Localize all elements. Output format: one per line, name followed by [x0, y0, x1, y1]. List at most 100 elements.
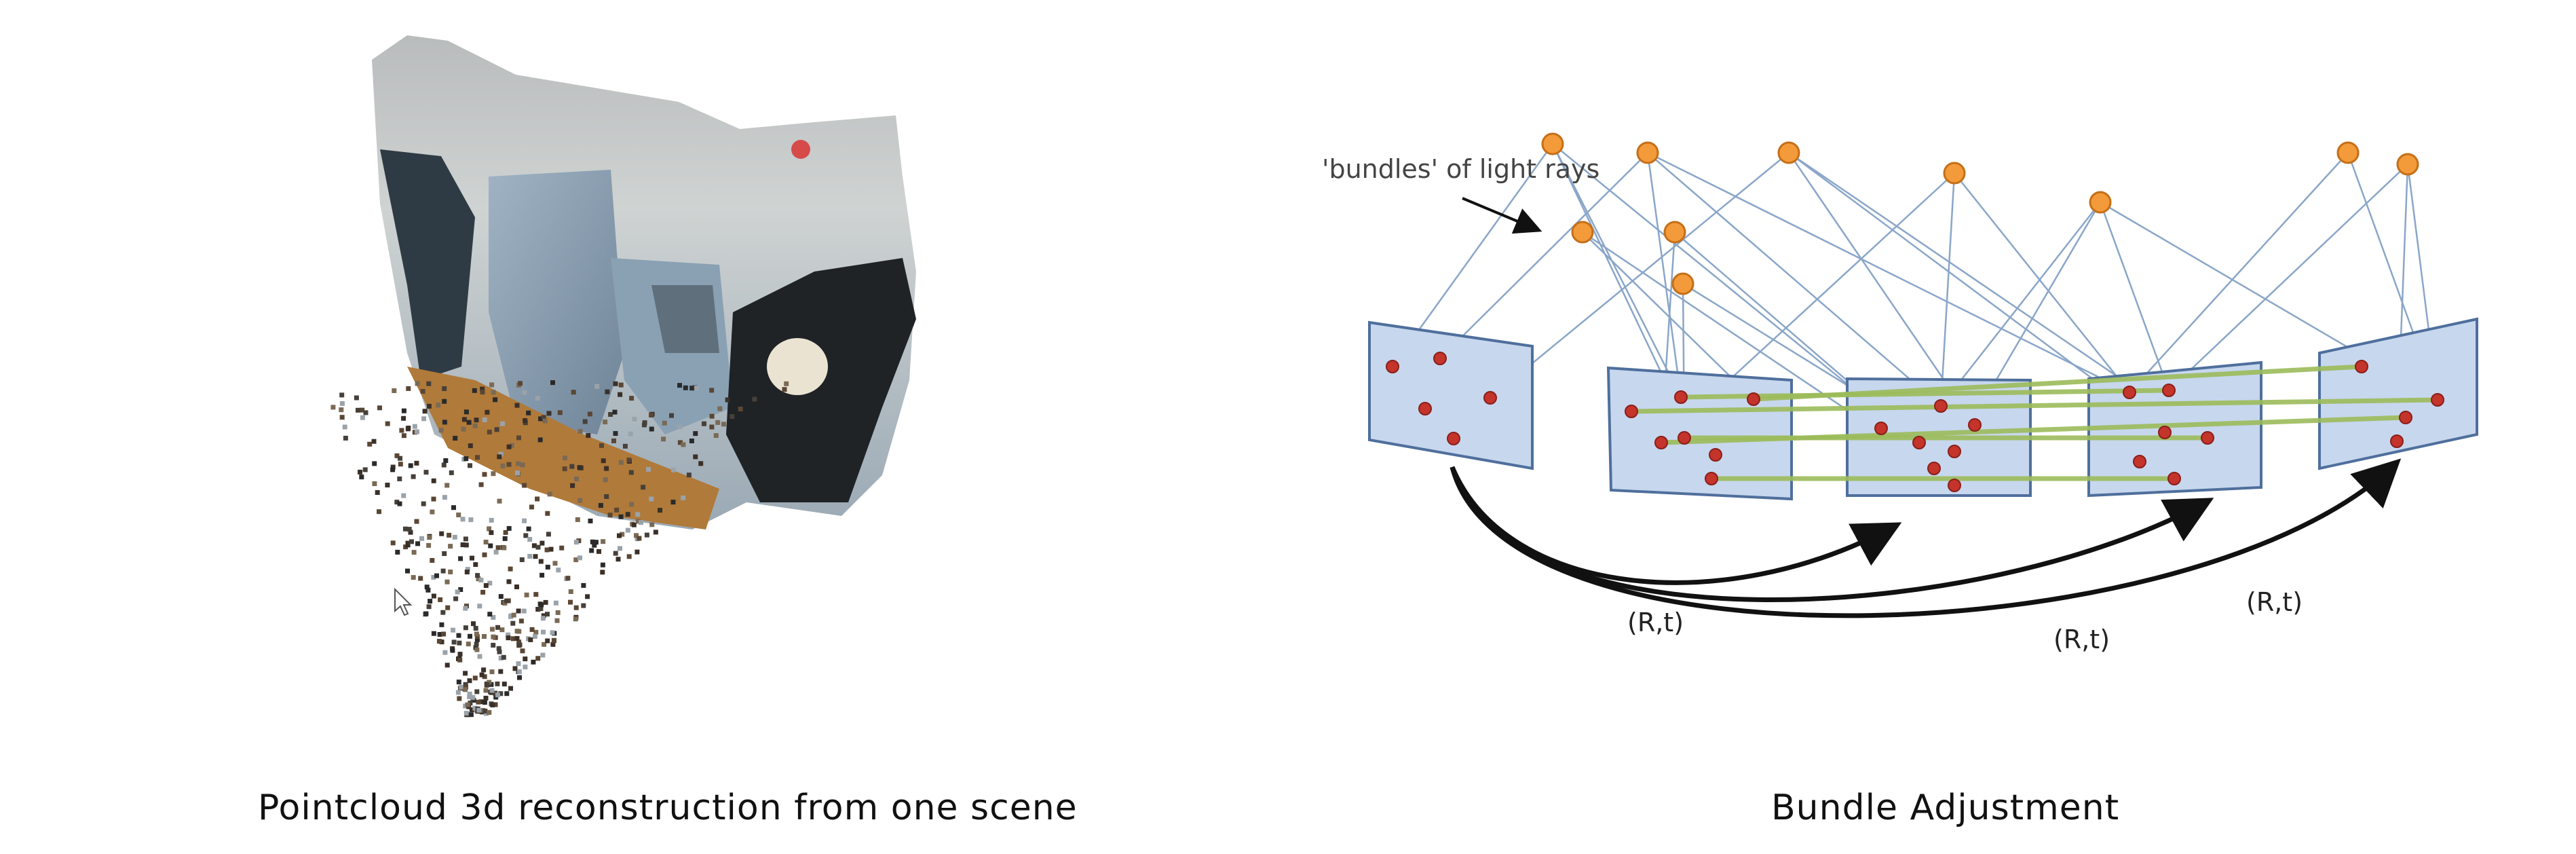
point — [457, 696, 462, 701]
point — [510, 636, 516, 642]
point — [556, 568, 561, 573]
point — [522, 518, 527, 523]
point — [524, 592, 529, 597]
point — [677, 383, 682, 388]
point — [681, 442, 686, 447]
point — [440, 610, 446, 615]
point — [604, 494, 609, 499]
point — [612, 409, 618, 415]
point — [482, 708, 488, 713]
transform-arrow — [1450, 458, 2402, 618]
light-ray — [1490, 152, 1789, 398]
point — [544, 547, 550, 553]
cursor-icon — [394, 587, 413, 616]
point — [482, 634, 487, 639]
point — [342, 424, 347, 430]
light-ray — [1647, 152, 1942, 407]
light-ray — [1954, 172, 2130, 393]
light-ray — [1940, 202, 2101, 407]
point — [461, 417, 467, 422]
point — [419, 536, 424, 541]
light-ray — [1582, 231, 1754, 400]
point — [717, 406, 723, 411]
point — [422, 409, 428, 414]
point — [562, 466, 567, 472]
point — [467, 678, 472, 684]
point — [522, 483, 527, 488]
point — [398, 456, 402, 461]
point — [506, 444, 512, 449]
point — [330, 405, 336, 410]
keypoint — [2167, 472, 2181, 485]
point — [339, 392, 345, 398]
point — [448, 544, 453, 549]
point — [474, 647, 480, 652]
point — [444, 579, 450, 584]
point — [476, 576, 481, 582]
point — [411, 474, 416, 479]
point — [520, 648, 525, 654]
point — [397, 501, 402, 506]
transform-label-3: (R,t) — [2246, 587, 2303, 617]
point — [642, 420, 647, 426]
point — [463, 606, 468, 611]
landmark — [2396, 153, 2419, 176]
point — [468, 463, 472, 468]
point — [485, 409, 490, 415]
point — [526, 410, 531, 415]
point — [427, 535, 432, 540]
point — [600, 562, 605, 568]
point — [570, 483, 575, 488]
point — [444, 483, 450, 488]
point — [581, 582, 586, 588]
point — [506, 525, 512, 531]
point — [535, 656, 541, 661]
point — [622, 443, 628, 449]
keypoint — [1625, 405, 1638, 418]
point — [482, 700, 487, 705]
point — [491, 634, 496, 639]
point — [441, 631, 447, 637]
point — [539, 540, 545, 546]
point — [514, 403, 520, 408]
camera-frame — [2318, 317, 2478, 470]
point — [702, 421, 706, 426]
point — [467, 694, 472, 699]
point — [483, 695, 489, 701]
point — [385, 421, 390, 426]
light-ray — [2168, 164, 2408, 391]
keypoint — [2399, 411, 2412, 424]
point — [649, 426, 654, 432]
point — [423, 611, 429, 616]
point — [423, 470, 429, 475]
point — [463, 684, 468, 690]
point — [539, 602, 544, 608]
point — [588, 518, 593, 523]
point — [653, 530, 658, 535]
point — [431, 574, 436, 580]
point — [533, 554, 538, 559]
point — [693, 431, 698, 437]
point — [472, 675, 478, 681]
point — [631, 522, 637, 527]
point — [537, 437, 543, 443]
point — [463, 456, 469, 462]
point — [589, 548, 594, 553]
point — [491, 615, 496, 620]
point — [603, 420, 608, 425]
point — [592, 542, 597, 548]
point — [489, 688, 495, 693]
point — [599, 443, 604, 448]
point — [397, 476, 402, 481]
point — [533, 629, 539, 635]
point — [502, 536, 508, 541]
point — [649, 413, 654, 417]
point — [542, 418, 548, 424]
point — [339, 401, 345, 406]
point — [442, 551, 447, 556]
point — [491, 471, 496, 477]
point — [516, 669, 522, 674]
point — [601, 458, 606, 464]
point — [649, 496, 654, 502]
point — [576, 538, 582, 544]
